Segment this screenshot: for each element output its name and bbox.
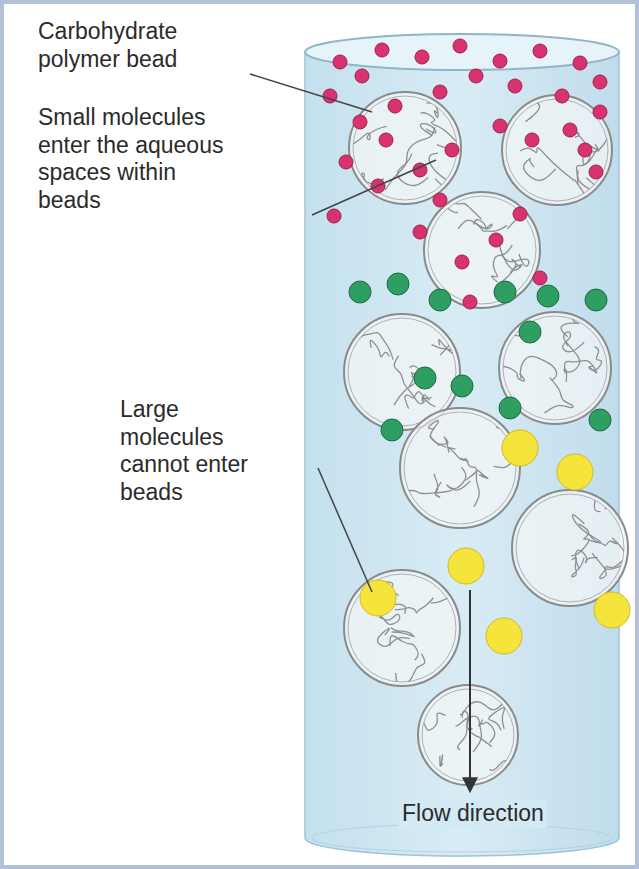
small-molecule [413,225,427,239]
leader-line [318,468,372,592]
large-molecule [594,592,630,628]
large-molecule [557,454,593,490]
small-molecule [489,233,503,247]
medium-molecule [519,321,541,343]
polymer-bead [344,569,477,686]
medium-molecule [499,397,521,419]
small-molecule [555,89,569,103]
polymer-bead [398,408,520,528]
leader-line [312,160,436,215]
small-molecule [525,133,539,147]
small-molecule [333,55,347,69]
medium-molecule [537,285,559,307]
small-molecule-label: Small molecules enter the aqueous spaces… [38,104,238,214]
medium-molecule [414,367,436,389]
small-molecule [513,207,527,221]
small-molecule [469,69,483,83]
polymer-bead [512,482,629,606]
small-molecule [445,143,459,157]
polymer-bead [348,92,474,204]
column [305,34,619,856]
small-molecule [327,209,341,223]
small-molecule [593,105,607,119]
large-molecule [486,618,522,654]
small-molecule [453,39,467,53]
medium-molecule [451,375,473,397]
medium-molecule [381,419,403,441]
polymer-bead [414,685,536,785]
polymer-bead [491,312,611,424]
medium-molecule [585,289,607,311]
small-molecule [563,123,577,137]
small-molecule [339,155,353,169]
flow-arrow [469,590,471,790]
bead-label: Carbohydrate polymer bead [38,18,248,73]
large-molecule [502,430,538,466]
molecules [323,39,630,654]
small-molecule [533,44,547,58]
small-molecule [379,133,393,147]
large-molecule [448,548,484,584]
small-molecule [433,85,447,99]
medium-molecule [387,273,409,295]
small-molecule [578,143,592,157]
small-molecule [388,99,402,113]
small-molecule [463,295,477,309]
small-molecule [375,43,389,57]
medium-molecule [429,289,451,311]
medium-molecule [494,281,516,303]
small-molecule [493,119,507,133]
small-molecule [593,75,607,89]
large-molecule-label: Large molecules cannot enter beads [120,396,285,506]
polymer-bead [502,76,617,214]
medium-molecule [349,281,371,303]
small-molecule [433,193,447,207]
small-molecule [415,50,429,64]
leader-lines [250,74,436,592]
large-molecule [360,580,396,616]
leader-line [250,74,372,112]
small-molecule [589,165,603,179]
small-molecule [353,115,367,129]
flow-label: Flow direction [399,800,547,828]
small-molecule [533,271,547,285]
small-molecule [455,255,469,269]
small-molecule [508,79,522,93]
medium-molecule [589,409,611,431]
small-molecule [493,54,507,68]
small-molecule [355,69,369,83]
small-molecule [573,56,587,70]
